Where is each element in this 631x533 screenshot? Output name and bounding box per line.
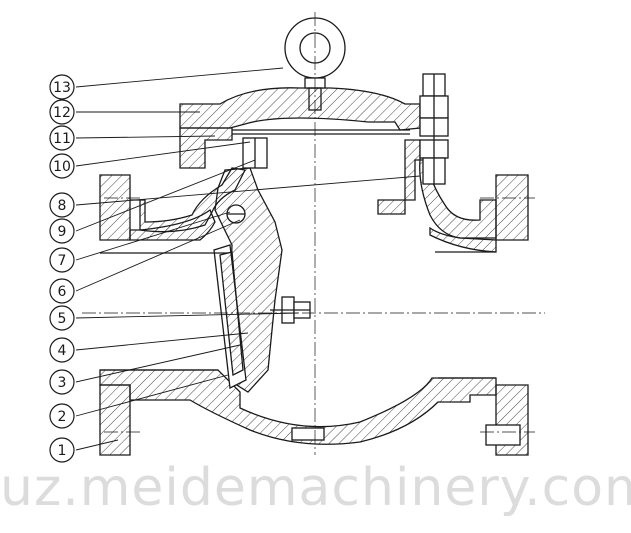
callout-5: 5 — [49, 305, 75, 331]
left-flange-lower — [99, 384, 131, 456]
lower-left-body — [99, 369, 497, 445]
callout-3: 3 — [49, 369, 75, 395]
callout-13: 13 — [49, 74, 75, 100]
callout-2: 2 — [49, 403, 75, 429]
svg-text:10: 10 — [53, 159, 71, 175]
callout-11: 11 — [49, 125, 75, 151]
callout-1: 1 — [49, 437, 75, 463]
svg-text:12: 12 — [53, 105, 71, 121]
callout-6: 6 — [49, 278, 75, 304]
callout-12: 12 — [49, 99, 75, 125]
gasket — [232, 129, 410, 135]
svg-text:4: 4 — [58, 343, 67, 359]
bonnet — [179, 87, 421, 131]
svg-text:11: 11 — [53, 131, 71, 147]
leader-lines — [75, 67, 421, 451]
svg-text:9: 9 — [58, 224, 67, 240]
left-flange — [99, 174, 131, 241]
svg-text:2: 2 — [58, 409, 67, 425]
svg-text:13: 13 — [53, 80, 71, 96]
callout-9: 9 — [49, 218, 75, 244]
centerlines — [82, 12, 545, 455]
bonnet-bolts — [419, 73, 449, 185]
callout-7: 7 — [49, 247, 75, 273]
drain-plug — [291, 424, 521, 446]
callout-10: 10 — [49, 153, 75, 179]
callout-balloons: 13 12 11 10 8 9 7 6 5 4 3 2 1 — [49, 74, 75, 463]
valve-body — [99, 87, 529, 456]
right-flange — [495, 174, 529, 241]
svg-text:5: 5 — [58, 311, 67, 327]
svg-text:1: 1 — [58, 443, 67, 459]
disc — [213, 244, 311, 389]
svg-text:3: 3 — [58, 375, 67, 391]
svg-text:7: 7 — [58, 253, 67, 269]
watermark-text: uz.meidemachinery.com — [0, 458, 631, 518]
callout-8: 8 — [49, 192, 75, 218]
bonnet-flange-left — [179, 127, 233, 169]
right-body-lower — [429, 226, 497, 253]
svg-text:8: 8 — [58, 198, 67, 214]
callout-4: 4 — [49, 337, 75, 363]
svg-text:6: 6 — [58, 284, 67, 300]
